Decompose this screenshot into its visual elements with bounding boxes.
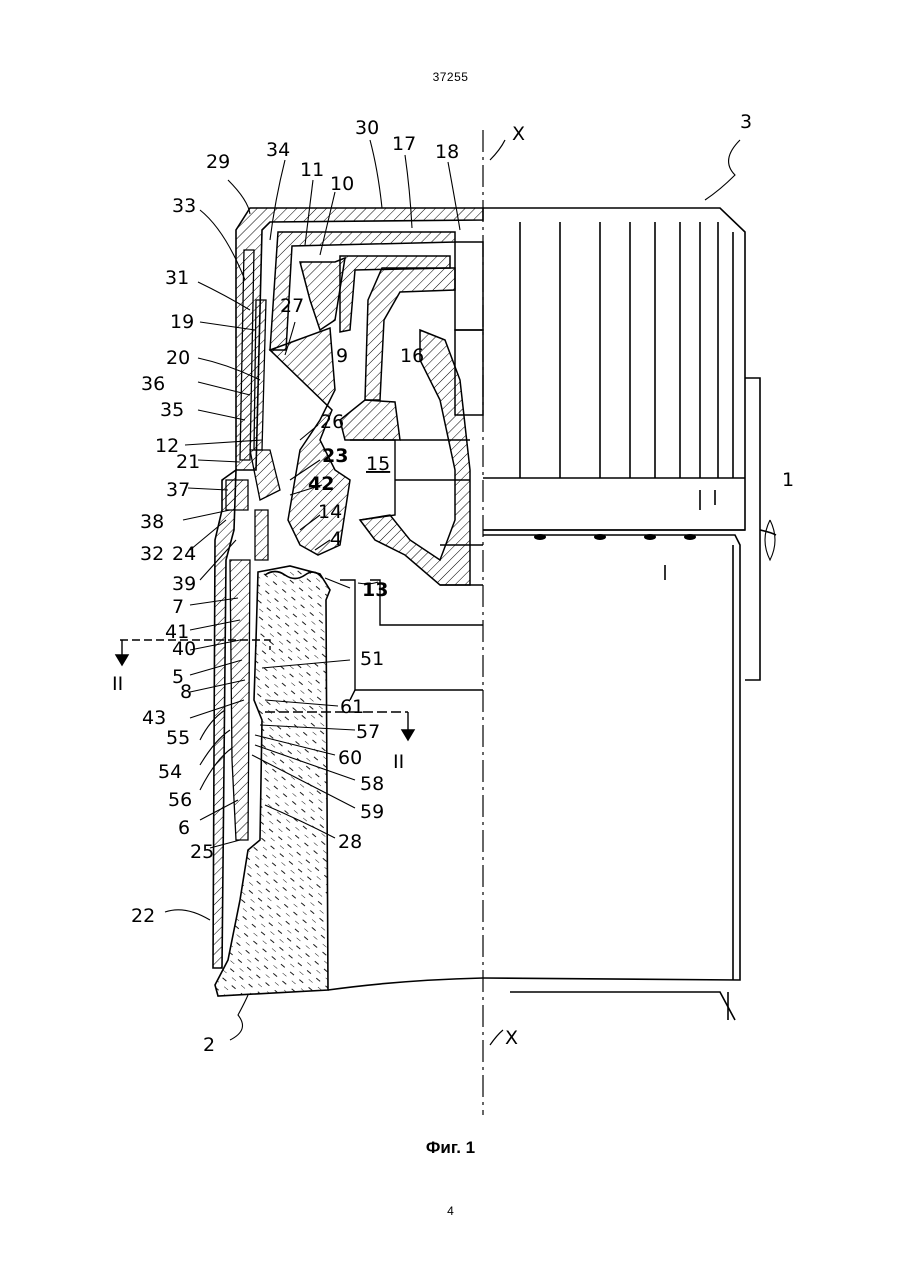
label-14: 14 xyxy=(318,501,342,523)
label-24: 24 xyxy=(172,543,196,565)
label-2: 2 xyxy=(203,1034,215,1056)
label-6: 6 xyxy=(178,817,190,839)
label-42: 42 xyxy=(308,473,334,495)
label-1: 1 xyxy=(782,469,794,491)
label-30: 30 xyxy=(355,117,379,139)
label-36: 36 xyxy=(141,373,165,395)
label-17: 17 xyxy=(392,133,416,155)
label-9: 9 xyxy=(336,345,348,367)
label-8: 8 xyxy=(180,681,192,703)
label-34: 34 xyxy=(266,139,290,161)
label-28: 28 xyxy=(338,831,362,853)
label-18: 18 xyxy=(435,141,459,163)
label-7: 7 xyxy=(172,596,184,618)
label-51: 51 xyxy=(360,648,384,670)
label-54: 54 xyxy=(158,761,182,783)
label-axis-x-top: X xyxy=(512,123,525,145)
label-39: 39 xyxy=(172,573,196,595)
label-27: 27 xyxy=(280,295,304,317)
label-43: 43 xyxy=(142,707,166,729)
label-23: 23 xyxy=(322,445,348,467)
label-56: 56 xyxy=(168,789,192,811)
label-60: 60 xyxy=(338,747,362,769)
label-axis-x-bottom: X xyxy=(505,1027,518,1049)
label-40: 40 xyxy=(172,638,196,660)
center-axis xyxy=(483,130,505,1115)
label-13: 13 xyxy=(362,579,388,601)
label-61: 61 xyxy=(340,696,364,718)
figure-caption: Фиг. 1 xyxy=(0,1138,901,1158)
label-26: 26 xyxy=(320,411,344,433)
label-32: 32 xyxy=(140,543,164,565)
label-58: 58 xyxy=(360,773,384,795)
cap-exterior xyxy=(483,208,776,1020)
label-15: 15 xyxy=(366,453,390,475)
label-29: 29 xyxy=(206,151,230,173)
bottle-neck-section xyxy=(215,566,483,996)
label-22: 22 xyxy=(131,905,155,927)
inner-liner-section xyxy=(270,232,483,585)
page-number: 4 xyxy=(0,1204,901,1218)
label-38: 38 xyxy=(140,511,164,533)
label-35: 35 xyxy=(160,399,184,421)
label-21: 21 xyxy=(176,451,200,473)
label-59: 59 xyxy=(360,801,384,823)
label-31: 31 xyxy=(165,267,189,289)
label-11: 11 xyxy=(300,159,324,181)
label-55: 55 xyxy=(166,727,190,749)
label-57: 57 xyxy=(356,721,380,743)
label-37: 37 xyxy=(166,479,190,501)
label-25: 25 xyxy=(190,841,214,863)
label-4: 4 xyxy=(330,528,342,550)
label-19: 19 xyxy=(170,311,194,333)
label-3: 3 xyxy=(740,111,752,133)
label-10: 10 xyxy=(330,173,354,195)
label-33: 33 xyxy=(172,195,196,217)
label-20: 20 xyxy=(166,347,190,369)
label-16: 16 xyxy=(400,345,424,367)
label-section-right: II xyxy=(393,751,404,773)
label-section-left: II xyxy=(112,673,123,695)
